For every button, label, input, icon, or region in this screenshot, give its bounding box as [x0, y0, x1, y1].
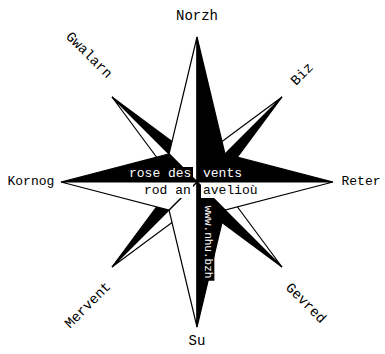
direction-label: Biz: [288, 60, 317, 89]
title-text: avelioù: [201, 184, 260, 198]
direction-label: Su: [189, 334, 206, 349]
website-text: www.nhu.bzh: [202, 204, 214, 281]
title-text: rod an: [142, 184, 193, 198]
direction-label: Mervent: [62, 279, 114, 331]
title-text: rose des: [127, 167, 193, 181]
title-text: vents: [201, 167, 244, 181]
direction-label: Norzh: [176, 9, 218, 24]
direction-label: Reter: [342, 175, 381, 189]
arm-half: [61, 182, 197, 210]
direction-label: Gwalarn: [62, 29, 114, 81]
direction-label: Gevred: [282, 280, 329, 327]
arm-half: [61, 154, 197, 182]
arm-half: [197, 154, 333, 182]
arm-half: [197, 182, 225, 327]
direction-label: Kornog: [8, 175, 55, 189]
